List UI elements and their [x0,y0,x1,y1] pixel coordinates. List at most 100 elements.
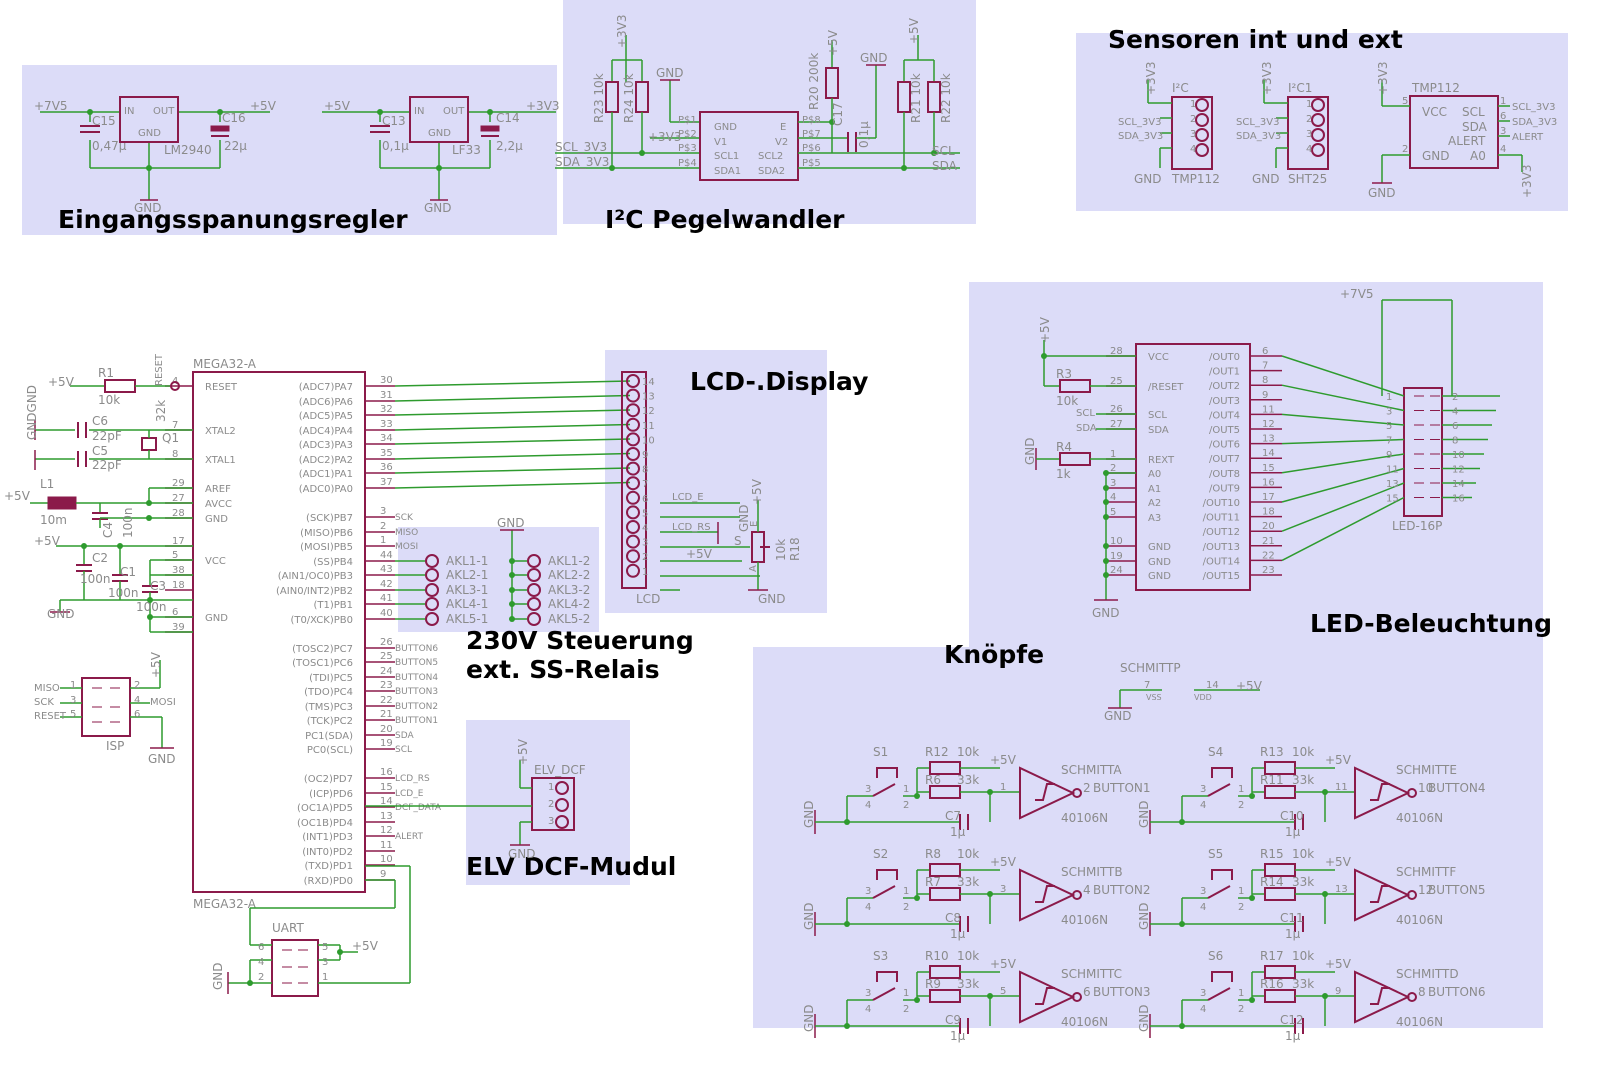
led-wire [1281,467,1405,503]
pin-number: 2 [1110,463,1116,474]
net-label: SDA [932,159,958,173]
part-name: R15 [1260,847,1284,861]
net-label: +3V3 [1144,61,1158,95]
pin-number: P$7 [802,129,821,140]
ic-name: 40106N [1396,811,1443,825]
part-name: C16 [222,111,246,125]
pin-number: 3 [70,695,76,706]
part-value: 100n [108,586,139,600]
pin-number: 16 [380,767,393,778]
pin-number: 6 [172,607,178,618]
connector-name: I²C [1172,81,1189,95]
lcd-pin-icon [626,476,640,491]
pin-number: 4 [865,1004,871,1015]
pin-number: 5 [322,942,328,953]
gnd-label: GNDGND [25,385,39,440]
net-label: +5V [990,855,1017,869]
net-label: +5V [250,99,277,113]
pin-number: 6 [258,942,264,953]
pin-number: 4 [865,800,871,811]
led-ic-right-pins: 6/OUT07/OUT18/OUT29/OUT311/OUT412/OUT513… [1203,346,1282,582]
pin-label: SDA1 [714,166,741,177]
junction [1179,819,1185,825]
gnd-label: GND [1137,1004,1151,1032]
part-name: R14 [1260,875,1284,889]
terminal-icon [527,583,541,597]
pin-number: 11 [1386,465,1399,476]
part-name: C11 [1280,911,1304,925]
connector-label: TMP112 [1171,172,1220,186]
gnd-label: GND [47,607,75,621]
pin-number: 37 [380,477,393,488]
pin-label: (OC1B)PD4 [297,818,353,829]
part-name: R8 [925,847,941,861]
pin-number: 26 [380,637,393,648]
pin-label: SCL1 [714,151,739,162]
pin-label: (T1)PB1 [313,600,353,611]
pin-number: 2 [1238,902,1244,913]
pin-label: VSS [1146,693,1162,702]
pin-number: 3 [1190,129,1196,140]
pin-label: (TCK)PC2 [307,716,353,727]
ic-name: 40106N [1396,913,1443,927]
pin-number: 19 [380,738,393,749]
part-name: R6 [925,773,941,787]
junction [844,819,850,825]
sensor-connector-tmp112: +3V3 I²C 1 2 3 4 SCL_3V3 SDA_3V3 GND TMP… [1118,61,1220,186]
net-label: LCD_RS [672,522,711,533]
part-value: 33k [957,773,979,787]
pin-number: 2 [1402,144,1408,155]
pin-label: V2 [775,137,788,148]
junction [844,1023,850,1029]
pin-label: (TDI)PC5 [309,673,353,684]
junction [509,616,515,622]
pin-label: A2 [1148,498,1161,509]
part-name: R9 [925,977,941,991]
pin-label: (ADC4)PA4 [299,426,353,437]
net-label: SCL_3V3 [1118,117,1161,128]
part-name: C5 [92,444,108,458]
pin-number: 15 [1262,463,1275,474]
pin-number: 22 [1262,550,1275,561]
pin-label: /OUT9 [1209,483,1240,494]
pin-label: (OC1A)PD5 [297,803,353,814]
junction [1179,921,1185,927]
part-value: 0,47µ [92,139,127,153]
pin-number: P$4 [678,158,697,169]
part-value: 10k [98,393,120,407]
pin-label: (ADC6)PA6 [299,397,353,408]
section-relay [398,527,599,632]
net-label: LCD_E [672,492,704,503]
pin-label: /OUT11 [1203,513,1240,524]
section-sensors [1076,33,1568,211]
ic-name: LM2940 [164,143,212,157]
part-name: S1 [873,745,888,759]
pin-number: 5 [1110,507,1116,518]
terminal-icon [425,612,439,626]
ic-name: TMP112 [1411,81,1460,95]
gate-name: SCHMITTB [1061,865,1123,879]
pin-label: (OC2)PD7 [304,774,353,785]
pin-label: RESET [205,382,238,393]
pin-label: E [780,122,786,133]
pin-label: GND [1148,557,1171,568]
pin-label: SDA2 [758,166,785,177]
pin-number: 4 [642,523,648,534]
pin-number: 28 [172,508,185,519]
terminal-icon [527,568,541,582]
pin-label: SCL [1462,105,1485,119]
pin-label: SDA [1148,425,1169,436]
pin-number: 1 [322,972,328,983]
part-name: R7 [925,875,941,889]
lcd-connector: LCD LCD_E LCD_RS +5V GND +5V E S A 10k R… [621,371,802,606]
net-label: BUTTON1 [395,716,438,726]
pin-number: 12 [380,825,393,836]
ic-name: 40106N [1061,913,1108,927]
led-wire [1281,453,1405,474]
part-name: C10 [1280,809,1304,823]
part-value: 10k [957,949,979,963]
pin-number: 15 [1386,494,1399,505]
title-sensors: Sensoren int und ext [1108,25,1403,54]
relay-label: AKL4-1 [446,597,488,611]
